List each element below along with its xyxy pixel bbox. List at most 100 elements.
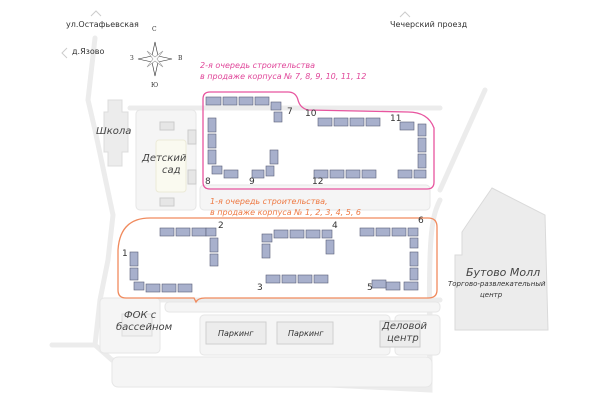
building-section[interactable]	[261, 243, 271, 259]
building-section[interactable]	[313, 169, 329, 179]
business-center-label-2: центр	[387, 333, 419, 344]
building-section[interactable]	[209, 237, 219, 253]
kindergarten-label-2: сад	[162, 165, 181, 176]
building-number-4[interactable]: 4	[332, 221, 338, 231]
building-section[interactable]	[333, 117, 349, 127]
building-section[interactable]	[371, 279, 387, 289]
building-number-7[interactable]: 7	[287, 107, 293, 117]
compass-north: С	[152, 26, 157, 33]
building-section[interactable]	[409, 237, 419, 249]
building-section[interactable]	[129, 267, 139, 281]
mall-title-label: Бутово Молл	[466, 266, 541, 279]
building-section[interactable]	[191, 227, 207, 237]
building-section[interactable]	[361, 169, 377, 179]
kindergarten-building	[155, 121, 197, 207]
building-section[interactable]	[205, 96, 222, 106]
building-section[interactable]	[413, 169, 427, 179]
phase1-line2: в продаже корпуса № 1, 2, 3, 4, 5, 6	[210, 208, 362, 217]
building-section[interactable]	[177, 283, 193, 293]
building-section[interactable]	[273, 229, 289, 239]
building-number-3[interactable]: 3	[257, 283, 263, 293]
building-section[interactable]	[397, 169, 413, 179]
parking-2-building	[276, 321, 334, 345]
building-section[interactable]	[251, 169, 265, 179]
building-section[interactable]	[365, 117, 381, 127]
phase2-line2: в продаже корпуса № 7, 8, 9, 10, 11, 12	[200, 72, 367, 81]
building-section[interactable]	[313, 274, 329, 284]
building-number-12[interactable]: 12	[312, 177, 324, 187]
residential-buildings	[129, 96, 427, 293]
building-number-5[interactable]: 5	[367, 283, 373, 293]
building-number-11[interactable]: 11	[390, 114, 402, 124]
building-section[interactable]	[281, 274, 297, 284]
building-section[interactable]	[265, 274, 281, 284]
building-section[interactable]	[270, 101, 282, 111]
building-section[interactable]	[375, 227, 391, 237]
building-section[interactable]	[209, 253, 219, 267]
parking-1-building	[205, 321, 267, 345]
building-section[interactable]	[175, 227, 191, 237]
building-section[interactable]	[211, 165, 223, 175]
building-section[interactable]	[409, 267, 419, 281]
arrow-north-icon	[90, 10, 102, 17]
building-section[interactable]	[359, 227, 375, 237]
building-section[interactable]	[329, 169, 345, 179]
business-center-building	[379, 320, 421, 348]
building-number-8[interactable]: 8	[205, 177, 211, 187]
building-section[interactable]	[321, 229, 333, 239]
building-section[interactable]	[289, 229, 305, 239]
compass-west: З	[130, 55, 134, 62]
building-section[interactable]	[145, 283, 161, 293]
building-section[interactable]	[273, 111, 283, 123]
building-section[interactable]	[345, 169, 361, 179]
building-section[interactable]	[207, 117, 217, 133]
kindergarten-label-1: Детский	[142, 153, 187, 164]
building-section[interactable]	[133, 281, 145, 291]
building-section[interactable]	[407, 227, 419, 237]
compass-east: В	[178, 55, 183, 62]
building-number-2[interactable]: 2	[218, 221, 224, 231]
building-section[interactable]	[317, 117, 333, 127]
street-chechersky-label: Чечерский проезд	[390, 20, 468, 29]
building-section[interactable]	[254, 96, 270, 106]
building-section[interactable]	[417, 123, 427, 137]
building-section[interactable]	[399, 121, 415, 131]
building-number-6[interactable]: 6	[418, 216, 424, 226]
building-section[interactable]	[297, 274, 313, 284]
phase2-caption: 2-я очередь строительства в продаже корп…	[200, 60, 366, 82]
building-section[interactable]	[305, 229, 321, 239]
building-section[interactable]	[161, 283, 177, 293]
building-section[interactable]	[269, 149, 279, 165]
building-section[interactable]	[129, 251, 139, 267]
building-section[interactable]	[205, 227, 217, 237]
building-section[interactable]	[265, 165, 275, 177]
building-section[interactable]	[222, 96, 238, 106]
building-section[interactable]	[261, 233, 273, 243]
phase2-line1: 2-я очередь строительства	[200, 61, 315, 70]
building-section[interactable]	[391, 227, 407, 237]
building-section[interactable]	[385, 281, 401, 291]
building-section[interactable]	[238, 96, 254, 106]
building-section[interactable]	[417, 153, 427, 169]
building-section[interactable]	[207, 149, 217, 165]
compass-south: Ю	[151, 82, 159, 89]
building-section[interactable]	[207, 133, 217, 149]
school-building	[103, 99, 129, 167]
parking-2-label: Паркинг	[288, 329, 324, 338]
building-section[interactable]	[349, 117, 365, 127]
street-yazovo-label: д.Язово	[72, 47, 105, 56]
building-section[interactable]	[403, 281, 419, 291]
fok-label-1: ФОК с	[124, 310, 157, 321]
arrow-west-icon	[61, 47, 68, 59]
building-section[interactable]	[159, 227, 175, 237]
building-number-10[interactable]: 10	[305, 109, 317, 119]
compass-rose-icon	[137, 41, 173, 77]
building-section[interactable]	[325, 239, 335, 255]
building-section[interactable]	[409, 251, 419, 267]
building-number-1[interactable]: 1	[122, 249, 128, 259]
building-number-9[interactable]: 9	[249, 177, 255, 187]
building-section[interactable]	[417, 137, 427, 153]
fok-building	[121, 313, 153, 337]
building-section[interactable]	[223, 169, 239, 179]
